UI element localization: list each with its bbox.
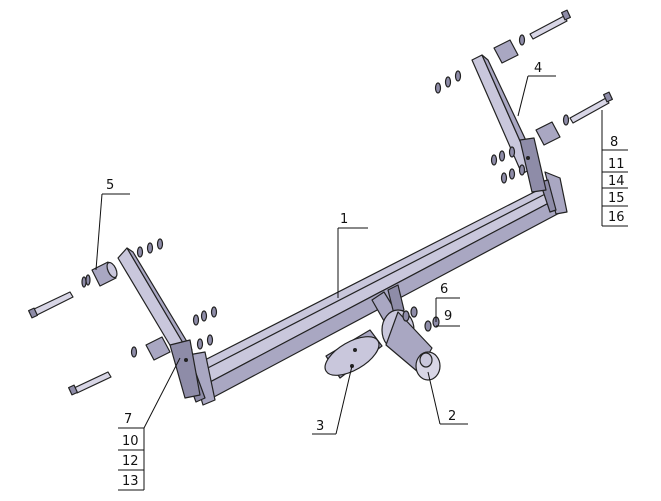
callout-15: 15 [608,191,625,206]
right-bracket [471,54,547,193]
callout-3: 3 [316,419,324,434]
callout-5: 5 [106,178,114,193]
left-fasteners [27,238,218,396]
left-bracket [117,247,201,399]
right-fasteners [434,9,614,184]
callout-11: 11 [608,157,625,172]
callout-8: 8 [610,135,618,150]
callout-16: 16 [608,210,625,225]
crossbar [194,184,566,399]
callout-labels: 1 2 3 4 5 6 9 7 10 12 13 8 11 14 15 16 [106,61,625,489]
callout-1: 1 [340,212,348,227]
callout-13: 13 [122,474,139,489]
callout-6: 6 [440,282,448,297]
callout-9: 9 [444,309,452,324]
callout-2: 2 [448,409,456,424]
callout-14: 14 [608,174,625,189]
callout-12: 12 [122,454,139,469]
callout-4: 4 [534,61,542,76]
callout-7: 7 [124,412,132,427]
callout-10: 10 [122,434,139,449]
tow-ball-mount [371,284,441,381]
leader-lines [95,75,628,491]
socket-plate [324,329,383,379]
